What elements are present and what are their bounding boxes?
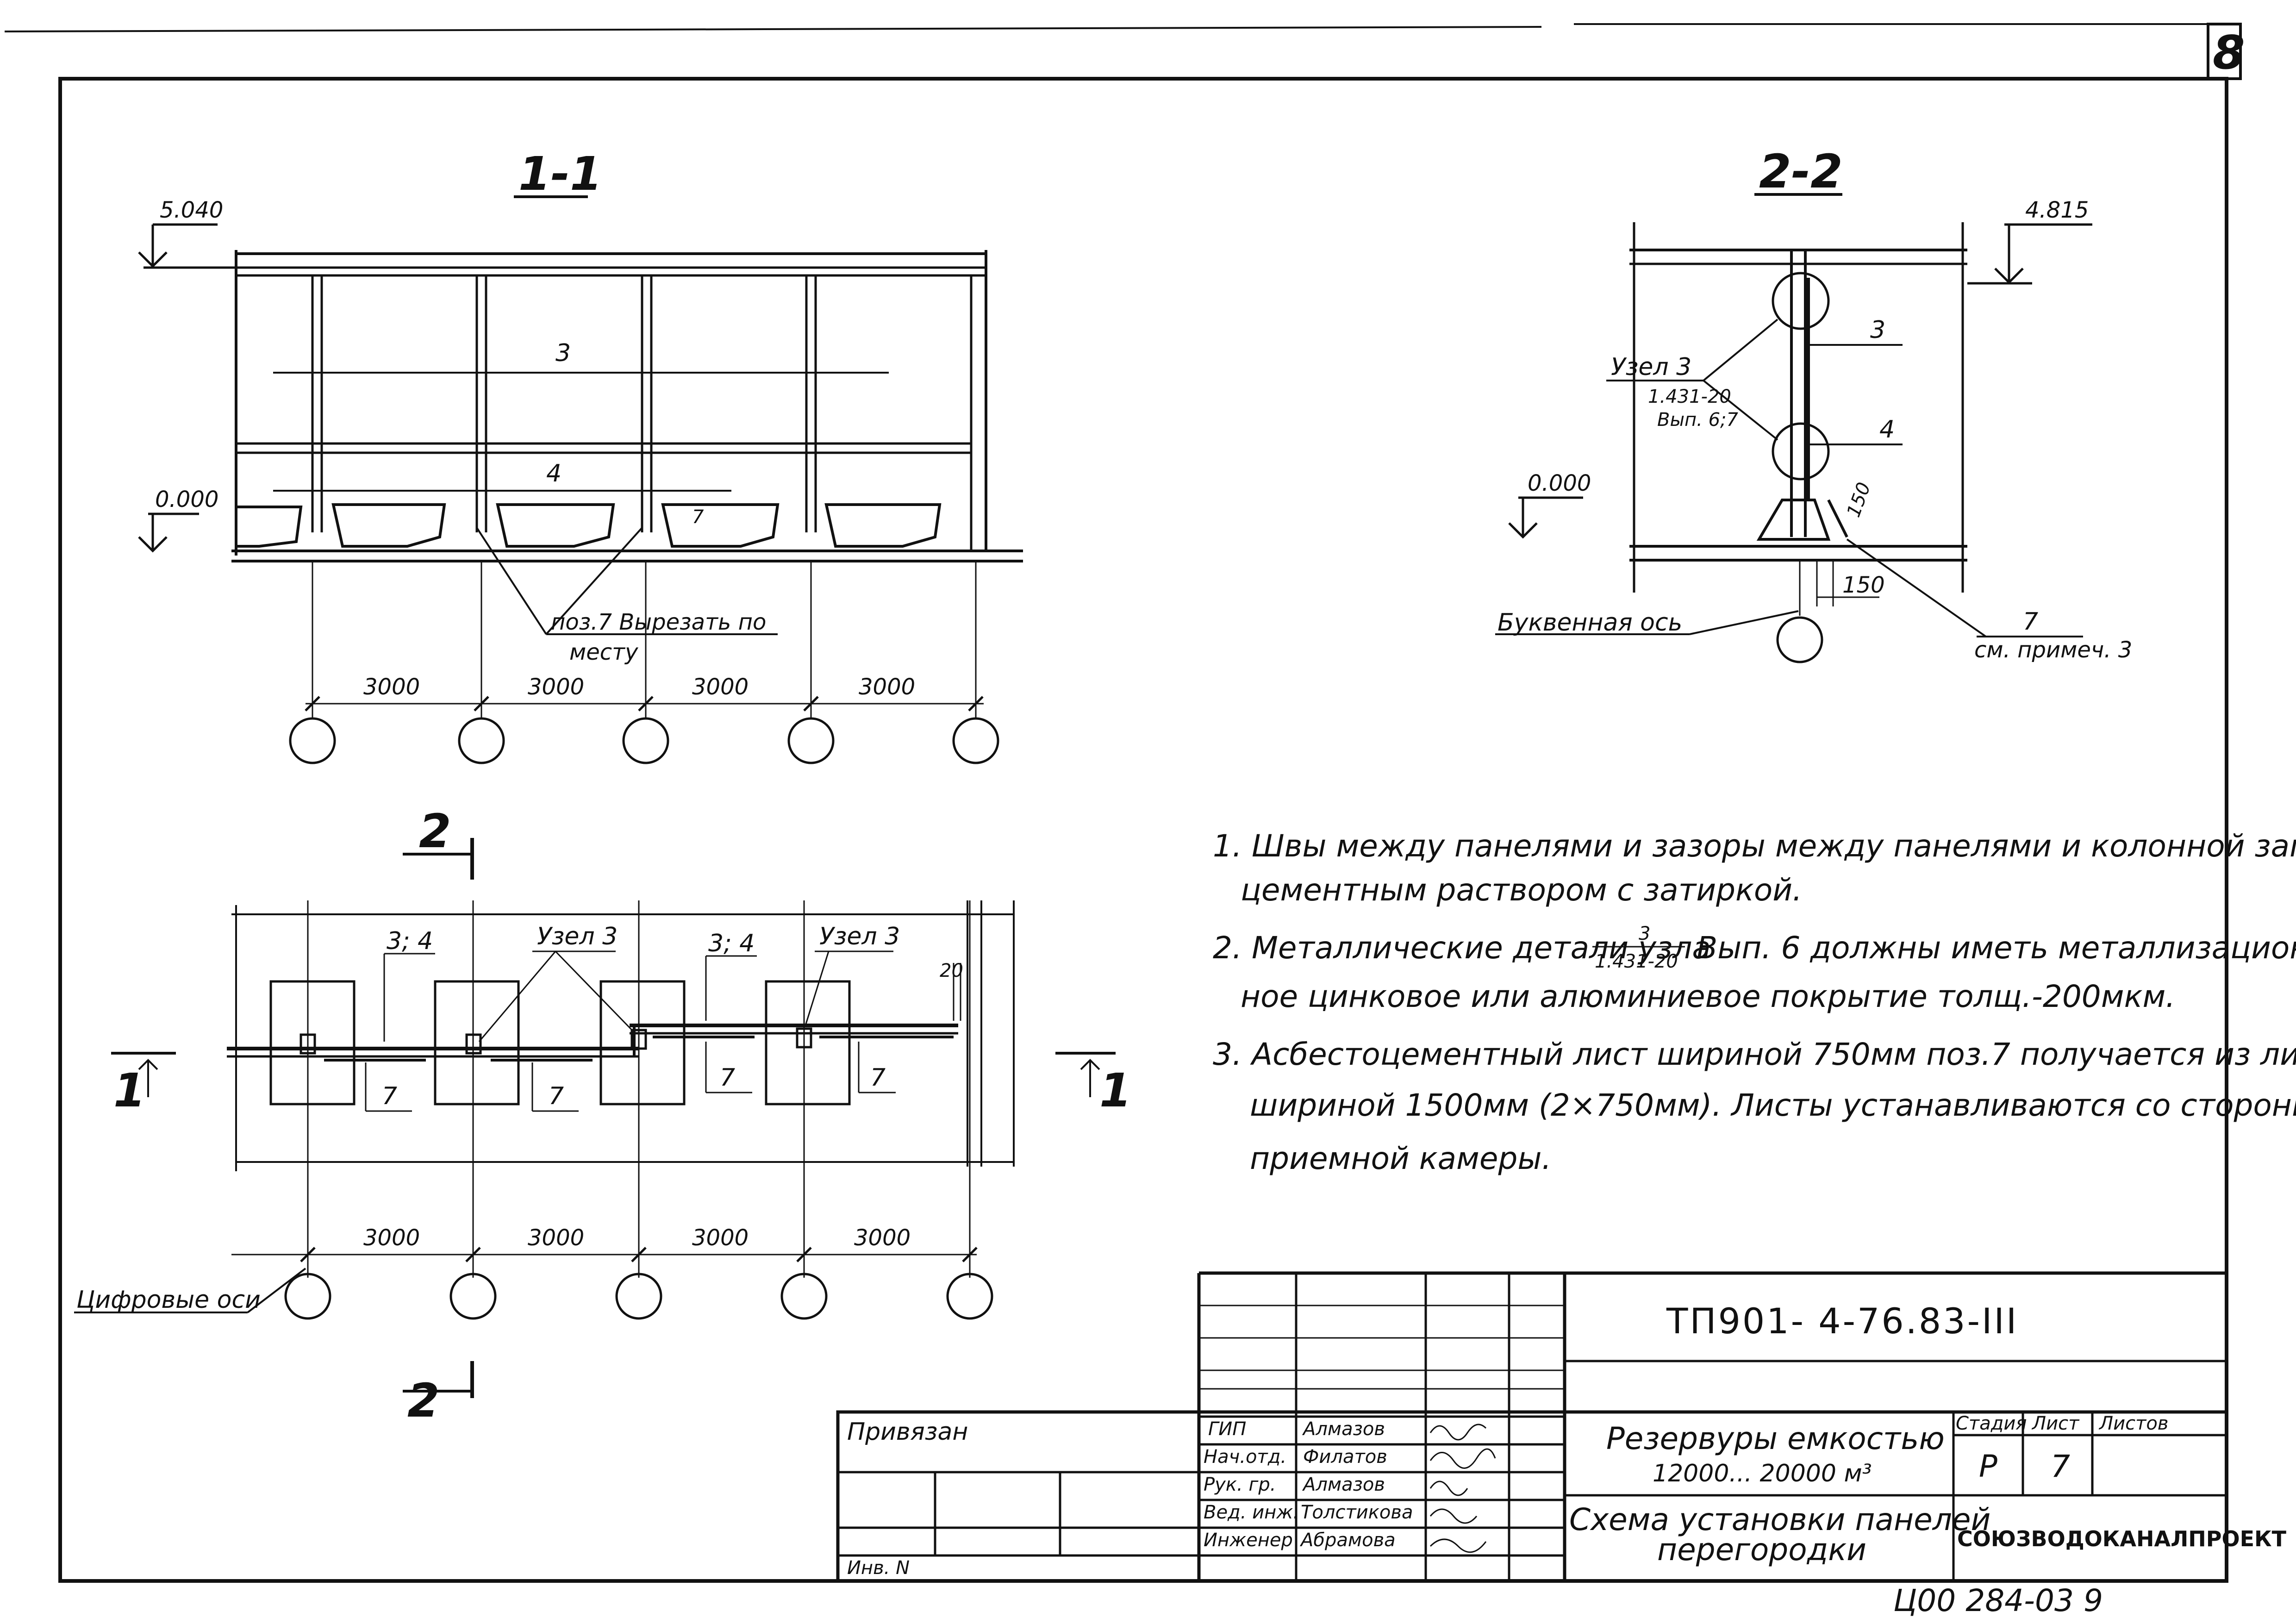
section-2-elevation-0000: 0.000: [1528, 470, 1591, 496]
plan-span-3: 3000: [692, 1225, 749, 1251]
plan-node-b: Узел 3: [819, 923, 900, 950]
note-2-suffix: Вып. 6 должны иметь металлизацион-: [1697, 930, 2296, 966]
title-project-line1: Резервуры емкостью: [1606, 1421, 1945, 1456]
section-1-span-3: 3000: [692, 674, 749, 700]
name-1: Алмазов: [1302, 1418, 1385, 1440]
name-4: Толстикова: [1301, 1502, 1413, 1523]
sheet-frame: 8: [4, 23, 2245, 1583]
plan-cut-2-bottom: 2: [407, 1374, 440, 1428]
notes: 1. Швы между панелями и зазоры между пан…: [1213, 828, 2296, 1176]
section-2-dim-150-horizontal: 150: [1842, 572, 1885, 598]
section-1-pos-4: 4: [546, 460, 562, 487]
section-1-1: 1-1 5.040 3 4 0.000: [138, 147, 1023, 764]
section-1-pos-3: 3: [555, 339, 571, 367]
note-3-line-3: приемной камеры.: [1250, 1141, 1551, 1176]
section-2-pos-7-note: см. примеч. 3: [1974, 637, 2132, 663]
section-1-span-1: 3000: [363, 674, 420, 700]
role-5: Инженер: [1204, 1530, 1293, 1551]
note-2-prefix: 2. Металлические детали узла: [1213, 930, 1711, 966]
section-1-span-2: 3000: [528, 674, 584, 700]
section-2-node-label: Узел 3: [1611, 353, 1691, 381]
section-2-node-issue: Вып. 6;7: [1657, 409, 1739, 431]
title-sheet-line2: перегородки: [1657, 1532, 1866, 1568]
section-2-dim-150-vertical: 150: [1843, 480, 1875, 520]
plan-pos7-2: 7: [549, 1082, 564, 1110]
plan-dim-20: 20: [940, 960, 963, 981]
title-inv: Инв. N: [847, 1557, 910, 1579]
title-project-line2: 12000... 20000 м³: [1653, 1460, 1872, 1487]
note-2-fraction-numerator: 3: [1639, 923, 1650, 944]
plan-span-2: 3000: [528, 1225, 584, 1251]
title-doc-code: ТП901- 4-76.83-III: [1666, 1300, 2018, 1342]
title-sheet-value: 7: [2051, 1449, 2070, 1484]
plan-pos7-1: 7: [382, 1082, 397, 1110]
plan-view: 2 2 1 1: [74, 804, 1132, 1428]
title-privyazan: Привязан: [847, 1418, 968, 1446]
plan-node-a: Узел 3: [537, 923, 618, 950]
name-3: Алмазов: [1302, 1474, 1385, 1495]
note-2-line-2: ное цинковое или алюминиевое покрытие то…: [1241, 979, 2175, 1014]
elevation-5040: 5.040: [160, 197, 223, 223]
name-5: Абрамова: [1299, 1530, 1396, 1551]
plan-axis-label: Цифровые оси: [76, 1286, 261, 1314]
plan-cut-1-left: 1: [113, 1063, 146, 1118]
section-2-2: 2-2 4.815 Узел 3 1.431-20 Вып. 6;7 3 4 0…: [1495, 144, 2132, 663]
title-stage-label: Стадия: [1956, 1413, 2027, 1434]
section-1-elevation-0000: 0.000: [155, 487, 218, 512]
title-stage-value: Р: [1979, 1449, 1997, 1484]
note-1-line-1: 1. Швы между панелями и зазоры между пан…: [1213, 828, 2296, 864]
sheet-number: 8: [2213, 25, 2245, 80]
plan-pos7-3: 7: [720, 1064, 735, 1092]
plan-pos7-4: 7: [870, 1064, 886, 1092]
title-block: Привязан Инв. N ГИП Нач.отд. Рук. гр. Ве…: [836, 1271, 2287, 1583]
signatures: [1429, 1424, 1496, 1553]
title-sheet-label: Лист: [2031, 1413, 2080, 1434]
section-2-pos-4: 4: [1879, 416, 1895, 443]
section-1-pos-7-note-line2: месту: [569, 639, 638, 665]
title-sheet-line1: Схема установки панелей: [1569, 1502, 1990, 1537]
section-2-2-title: 2-2: [1759, 144, 1843, 199]
role-4: Вед. инж.: [1204, 1502, 1299, 1523]
note-3-line-2: шириной 1500мм (2×750мм). Листы устанавл…: [1250, 1087, 2296, 1123]
section-2-axis-label: Буквенная ось: [1497, 609, 1682, 637]
note-1-line-2: цементным раствором с затиркой.: [1241, 872, 1802, 908]
role-2: Нач.отд.: [1204, 1446, 1286, 1468]
section-2-pos-7: 7: [2023, 608, 2038, 636]
plan-span-4: 3000: [854, 1225, 911, 1251]
section-1-span-4: 3000: [859, 674, 915, 700]
role-1: ГИП: [1208, 1418, 1246, 1440]
section-1-pos-7-note-line1: поз.7 Вырезать по: [551, 609, 766, 635]
section-2-pos-3: 3: [1870, 316, 1885, 344]
title-organization: СОЮЗВОДОКАНАЛПРОЕКТ: [1957, 1526, 2287, 1551]
plan-label-34-b: 3; 4: [708, 930, 755, 957]
section-1-1-title: 1-1: [518, 147, 602, 201]
plan-cut-1-right: 1: [1099, 1063, 1132, 1118]
plan-span-1: 3000: [363, 1225, 420, 1251]
plan-label-34-a: 3; 4: [387, 927, 433, 955]
section-1-pos-7: 7: [692, 506, 704, 528]
section-2-node-ref: 1.431-20: [1648, 386, 1731, 407]
name-2: Филатов: [1303, 1446, 1387, 1468]
archive-code: Ц00 284-03 9: [1893, 1583, 2103, 1618]
plan-cut-2-top: 2: [419, 804, 451, 858]
title-sheets-label: Листов: [2098, 1413, 2168, 1434]
note-3-line-1: 3. Асбестоцементный лист шириной 750мм п…: [1213, 1037, 2296, 1072]
role-3: Рук. гр.: [1204, 1474, 1276, 1495]
section-2-elevation-4815: 4.815: [2025, 197, 2089, 223]
note-2-fraction-denominator: 1.431-20: [1595, 951, 1678, 972]
